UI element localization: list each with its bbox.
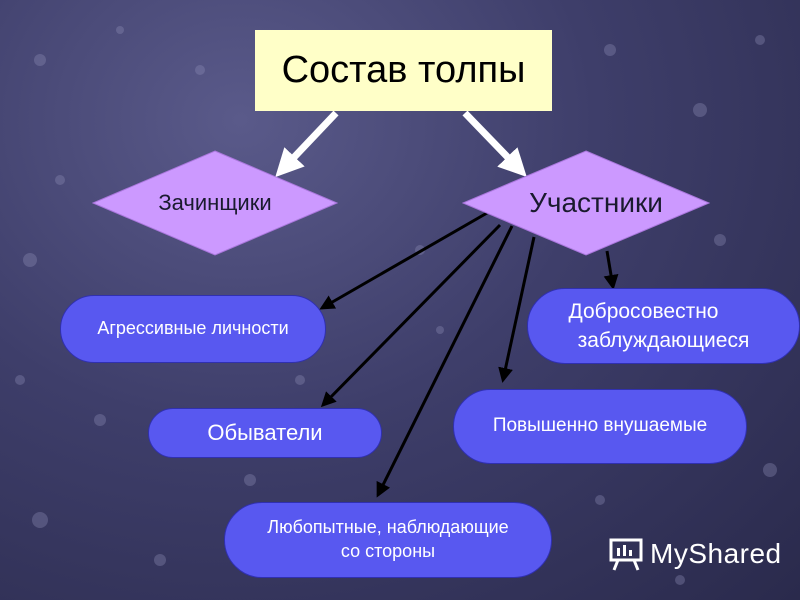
aggressive-node: Агрессивные личности <box>60 295 326 363</box>
suggestible-node: Повышенно внушаемые <box>453 389 747 464</box>
presentation-board-icon <box>609 538 643 571</box>
arrow-to-aggressive <box>319 211 488 310</box>
ordinary-node: Обыватели <box>148 408 382 458</box>
arrow-to-ordinary <box>320 223 502 408</box>
curious-node: Любопытные, наблюдающие со стороны <box>224 502 552 578</box>
deluded-node: Добросовестно заблуждающиеся <box>527 288 800 364</box>
ordinary-label: Обыватели <box>207 419 323 445</box>
deluded-label-line1: Добросовестно <box>568 299 719 323</box>
arrow-title-to-participants <box>462 110 527 178</box>
arrow-title-to-instigators <box>275 110 339 178</box>
diagram-title: Состав толпы <box>255 30 552 111</box>
myshared-watermark: MyShared <box>608 536 782 572</box>
suggestible-label: Повышенно внушаемые <box>492 415 708 437</box>
aggressive-label: Агрессивные личности <box>97 318 289 339</box>
arrow-to-deluded <box>603 250 619 290</box>
watermark-text: MyShared <box>650 538 782 569</box>
arrow-to-curious <box>376 225 514 498</box>
curious-label-line1: Любопытные, наблюдающие <box>267 517 509 538</box>
instigators-label: Зачинщики <box>158 190 272 215</box>
participants-label: Участники <box>529 187 663 218</box>
arrow-to-suggestible <box>498 236 536 383</box>
deluded-label-line2: заблуждающиеся <box>577 329 750 352</box>
curious-label-line2: со стороны <box>340 541 436 561</box>
